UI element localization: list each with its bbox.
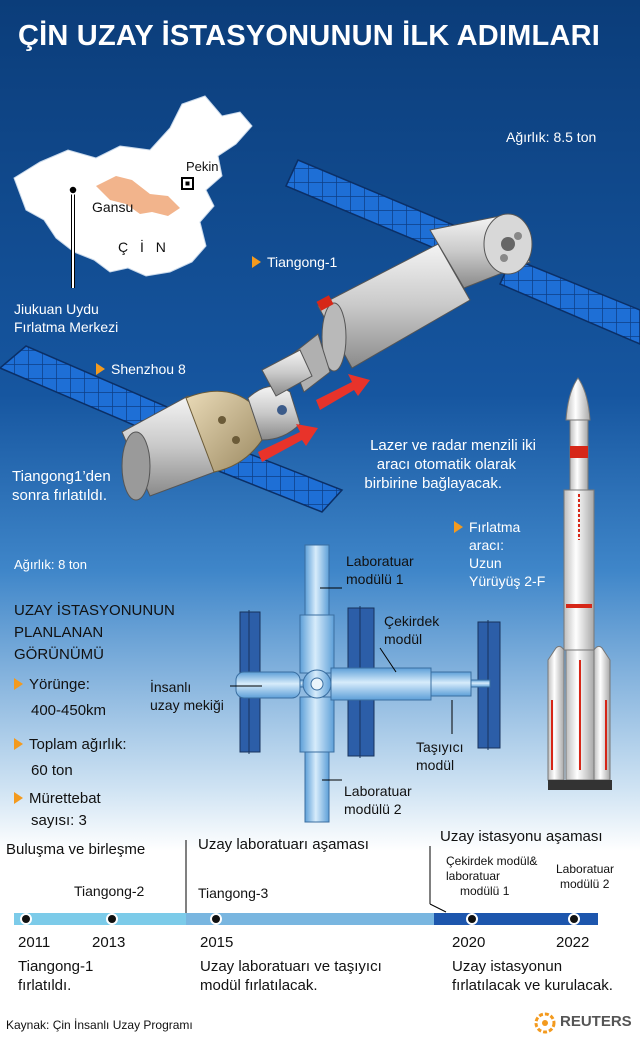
year-2013: 2013 bbox=[92, 934, 126, 951]
mass-label: Toplam ağırlık: bbox=[14, 736, 127, 754]
timeline-segment-2 bbox=[186, 913, 434, 925]
shenzhou-name: Shenzhou 8 bbox=[111, 361, 186, 377]
docking-note-1: Lazer ve radar menzili iki bbox=[370, 437, 536, 454]
reuters-brand: REUTERS bbox=[560, 1013, 632, 1030]
tiangong-solar-panel-lower bbox=[498, 257, 640, 345]
phase-1-label: Buluşma ve birleşme bbox=[6, 841, 146, 858]
shenzhou-name-label: Shenzhou 8 bbox=[96, 360, 186, 378]
page-title: ÇİN UZAY İSTASYONUNUN İLK ADIMLARI bbox=[18, 20, 600, 52]
note-2011-1: Tiangong-1 bbox=[18, 958, 94, 975]
timeline-marker-2013 bbox=[106, 913, 118, 925]
lab1-label-1: Laboratuar bbox=[346, 553, 414, 569]
core-label-2: modül bbox=[384, 631, 423, 647]
planned-heading-2: PLANLANAN bbox=[14, 624, 104, 641]
arrow-icon bbox=[14, 738, 23, 750]
cargo-label-1: Taşıyıcı bbox=[416, 739, 464, 755]
china-map bbox=[13, 95, 253, 288]
rocket-line-1: Fırlatma bbox=[469, 519, 521, 535]
arrow-icon bbox=[96, 363, 105, 375]
crew-label-text: Mürettebat bbox=[29, 790, 101, 807]
note-2020-1: Uzay istasyonun bbox=[452, 958, 563, 975]
note-2011-2: fırlatıldı. bbox=[18, 977, 72, 994]
event-lab2-1: Laboratuar bbox=[556, 862, 615, 876]
orbit-value: 400-450km bbox=[31, 702, 107, 719]
cargo-label-2: modül bbox=[416, 757, 455, 773]
planned-heading-3: GÖRÜNÜMÜ bbox=[14, 646, 104, 663]
crew-ship-label-2: uzay mekiği bbox=[150, 697, 224, 713]
arrow-icon bbox=[454, 521, 463, 533]
event-lab2-2: modülü 2 bbox=[560, 877, 610, 891]
reuters-logo-icon bbox=[534, 1012, 556, 1034]
rocket-label-2: aracı: bbox=[469, 537, 505, 553]
tiangong-1-module bbox=[289, 213, 533, 393]
mass-label-text: Toplam ağırlık: bbox=[29, 736, 127, 753]
phase-2-label: Uzay laboratuarı aşaması bbox=[198, 836, 369, 853]
note-2020-2: fırlatılacak ve kurulacak. bbox=[452, 977, 613, 994]
year-2022: 2022 bbox=[556, 934, 590, 951]
rocket-label-3: Uzun bbox=[469, 555, 502, 571]
phase-3-label: Uzay istasyonu aşaması bbox=[440, 828, 603, 845]
note-2015-1: Uzay laboratuarı ve taşıyıcı bbox=[200, 958, 382, 975]
year-2011: 2011 bbox=[18, 934, 51, 951]
arrow-icon bbox=[252, 256, 261, 268]
event-tiangong3: Tiangong-3 bbox=[198, 885, 269, 901]
crew-ship-label-1: İnsanlı bbox=[150, 679, 192, 695]
timeline-marker-2011 bbox=[20, 913, 32, 925]
lab2-label-2: modülü 2 bbox=[344, 801, 402, 817]
planned-station bbox=[230, 544, 501, 823]
mass-value: 60 ton bbox=[31, 762, 73, 779]
timeline-dividers bbox=[185, 840, 447, 918]
tiangong-weight: Ağırlık: 8.5 ton bbox=[506, 129, 597, 145]
crew-value: sayısı: 3 bbox=[31, 812, 87, 829]
timeline-marker-2015 bbox=[210, 913, 222, 925]
orbit-label-text: Yörünge: bbox=[29, 676, 90, 693]
launch-center-label-2: Fırlatma Merkezi bbox=[14, 319, 119, 335]
timeline-segment-1 bbox=[14, 913, 186, 925]
lab2-label-1: Laboratuar bbox=[344, 783, 412, 799]
event-core-1: Çekirdek modül& bbox=[446, 854, 538, 868]
docking-note-2: aracı otomatik olarak bbox=[376, 456, 516, 473]
timeline-marker-2022 bbox=[568, 913, 580, 925]
capital-label: Pekin bbox=[186, 159, 219, 174]
core-label-1: Çekirdek bbox=[384, 613, 440, 629]
shenzhou-weight: Ağırlık: 8 ton bbox=[14, 557, 87, 572]
arrow-icon bbox=[14, 792, 23, 804]
rocket-label-1: Fırlatma bbox=[454, 518, 520, 536]
shenzhou-note-2: sonra fırlatıldı. bbox=[12, 487, 108, 504]
event-core-3: modülü 1 bbox=[460, 884, 510, 898]
event-core-2: laboratuar bbox=[446, 869, 501, 883]
shenzhou-note-1: Tiangong1’den bbox=[12, 468, 111, 485]
orbit-label: Yörünge: bbox=[14, 676, 90, 694]
country-label: Ç İ N bbox=[118, 239, 170, 255]
arrow-icon bbox=[14, 678, 23, 690]
tiangong-name: Tiangong-1 bbox=[267, 254, 338, 270]
note-2015-2: modül fırlatılacak. bbox=[200, 977, 318, 994]
province-label: Gansu bbox=[92, 199, 134, 215]
docking-note-3: birbirine bağlayacak. bbox=[364, 475, 502, 492]
crew-label: Mürettebat bbox=[14, 790, 101, 808]
source-credit: Kaynak: Çin İnsanlı Uzay Programı bbox=[6, 1018, 193, 1032]
docking-arrows bbox=[258, 374, 370, 462]
tiangong-name-label: Tiangong-1 bbox=[252, 253, 337, 271]
launch-center-label-1: Jiukuan Uydu bbox=[14, 301, 99, 317]
lab1-label-2: modülü 1 bbox=[346, 571, 404, 587]
event-tiangong2: Tiangong-2 bbox=[74, 883, 145, 899]
year-2020: 2020 bbox=[452, 934, 486, 951]
long-march-rocket bbox=[547, 377, 612, 790]
year-2015: 2015 bbox=[200, 934, 234, 951]
rocket-label-4: Yürüyüş 2-F bbox=[469, 573, 546, 589]
timeline-marker-2020 bbox=[466, 913, 478, 925]
shenzhou-8-spacecraft bbox=[121, 349, 313, 501]
planned-heading-1: UZAY İSTASYONUNUN bbox=[14, 602, 175, 619]
